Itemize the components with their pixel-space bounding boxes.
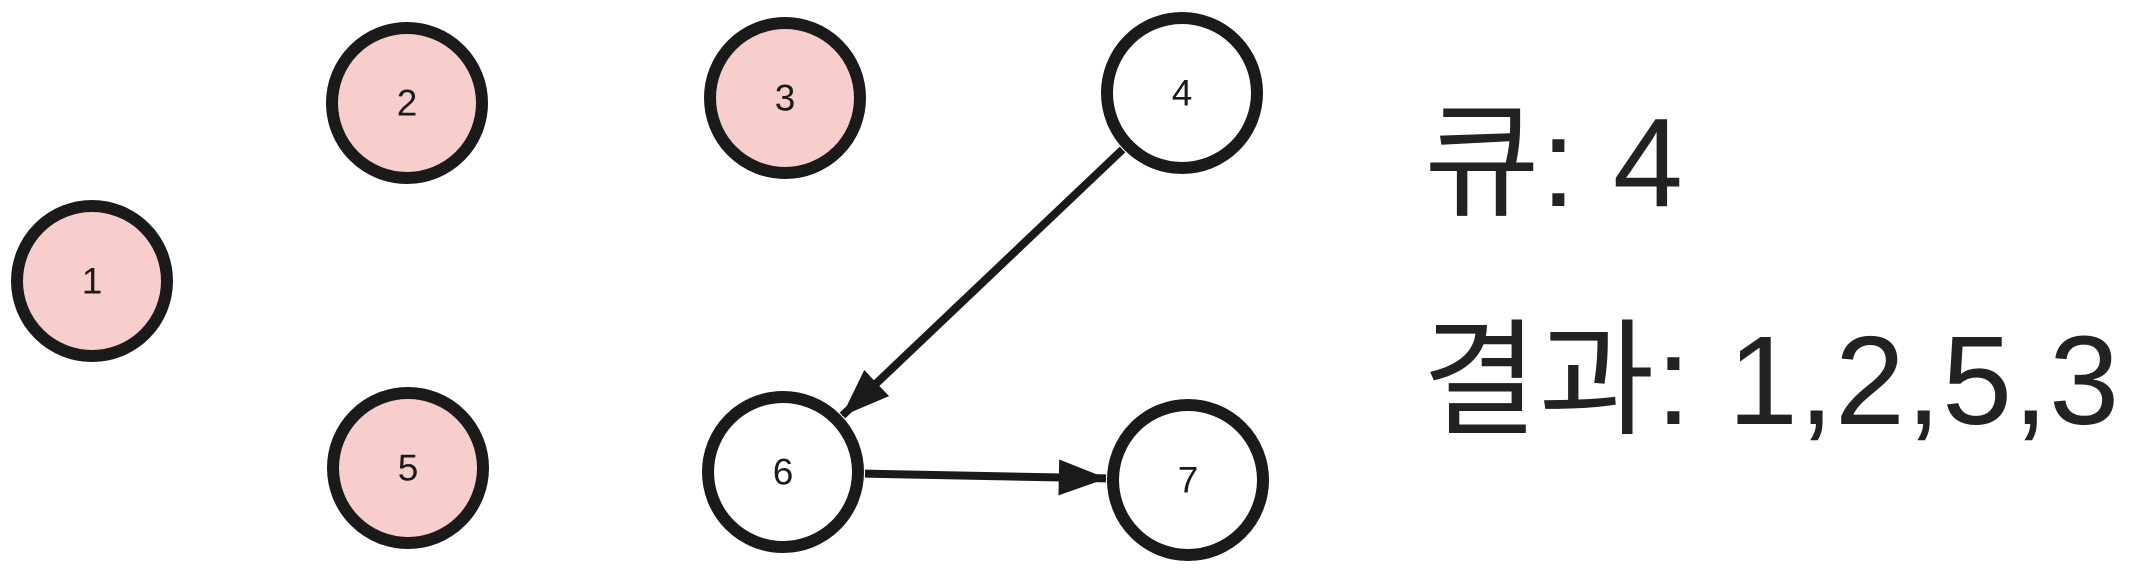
queue-status-text: 큐: 4 [1424,92,1685,233]
node-5: 5 [327,387,489,549]
node-7-circle [1107,399,1269,561]
node-3: 3 [704,17,866,179]
node-1-label: 1 [82,261,103,302]
node-7-label: 7 [1178,460,1199,501]
edges-layer [839,146,1126,496]
result-status-text: 결과: 1,2,5,3 [1422,310,2121,451]
node-4-circle [1101,12,1263,174]
node-2-circle [326,22,488,184]
node-4-label: 4 [1172,73,1193,114]
edge-4-6 [839,146,1126,419]
node-6-circle [702,391,864,553]
node-1-circle [11,200,173,362]
edge-6-7 [864,459,1107,496]
node-5-label: 5 [398,448,419,489]
node-7: 7 [1107,399,1269,561]
node-1: 1 [11,200,173,362]
node-2: 2 [326,22,488,184]
node-2-label: 2 [397,83,418,124]
node-5-circle [327,387,489,549]
node-6: 6 [702,391,864,553]
node-6-label: 6 [773,452,794,493]
node-4: 4 [1101,12,1263,174]
node-3-label: 3 [775,78,796,119]
node-3-circle [704,17,866,179]
nodes-layer: 1 2 3 4 5 6 7 [11,12,1269,561]
